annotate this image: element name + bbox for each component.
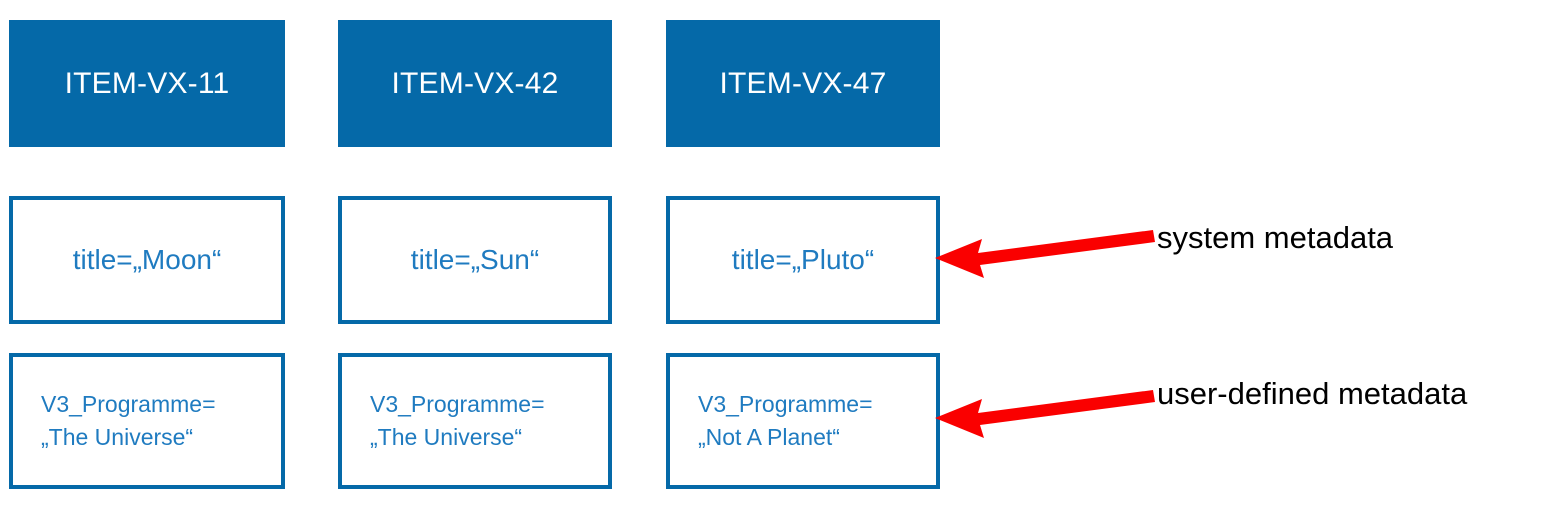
annotation-label-user: user-defined metadata: [1157, 376, 1468, 411]
item-box-col1[interactable]: ITEM-VX-11: [9, 20, 285, 147]
system-metadata-box-col1[interactable]: title=„Moon“: [9, 196, 285, 324]
user-metadata-text-col1: V3_Programme= „The Universe“: [41, 391, 216, 450]
system-metadata-text-col3: title=„Pluto“: [731, 244, 875, 275]
item-box-col2[interactable]: ITEM-VX-42: [338, 20, 612, 147]
item-box-label-col1: ITEM-VX-11: [64, 66, 230, 100]
user-metadata-box-col2[interactable]: V3_Programme= „The Universe“: [338, 353, 612, 489]
system-metadata-text-col2: title=„Sun“: [410, 244, 540, 275]
system-metadata-box-col2[interactable]: title=„Sun“: [338, 196, 612, 324]
user-metadata-box-col1[interactable]: V3_Programme= „The Universe“: [9, 353, 285, 489]
user-metadata-text-col2: V3_Programme= „The Universe“: [370, 391, 545, 450]
user-metadata-box-col3[interactable]: V3_Programme= „Not A Planet“: [666, 353, 940, 489]
user-metadata-text-col3: V3_Programme= „Not A Planet“: [698, 391, 873, 450]
item-box-col3[interactable]: ITEM-VX-47: [666, 20, 940, 147]
system-metadata-box-col3[interactable]: title=„Pluto“: [666, 196, 940, 324]
annotation-label-system: system metadata: [1157, 220, 1394, 255]
user-metadata-arrow: [935, 390, 1155, 438]
system-metadata-arrow: [935, 230, 1155, 278]
system-metadata-text-col1: title=„Moon“: [72, 244, 222, 275]
item-box-label-col2: ITEM-VX-42: [391, 66, 559, 100]
item-box-label-col3: ITEM-VX-47: [719, 66, 887, 100]
